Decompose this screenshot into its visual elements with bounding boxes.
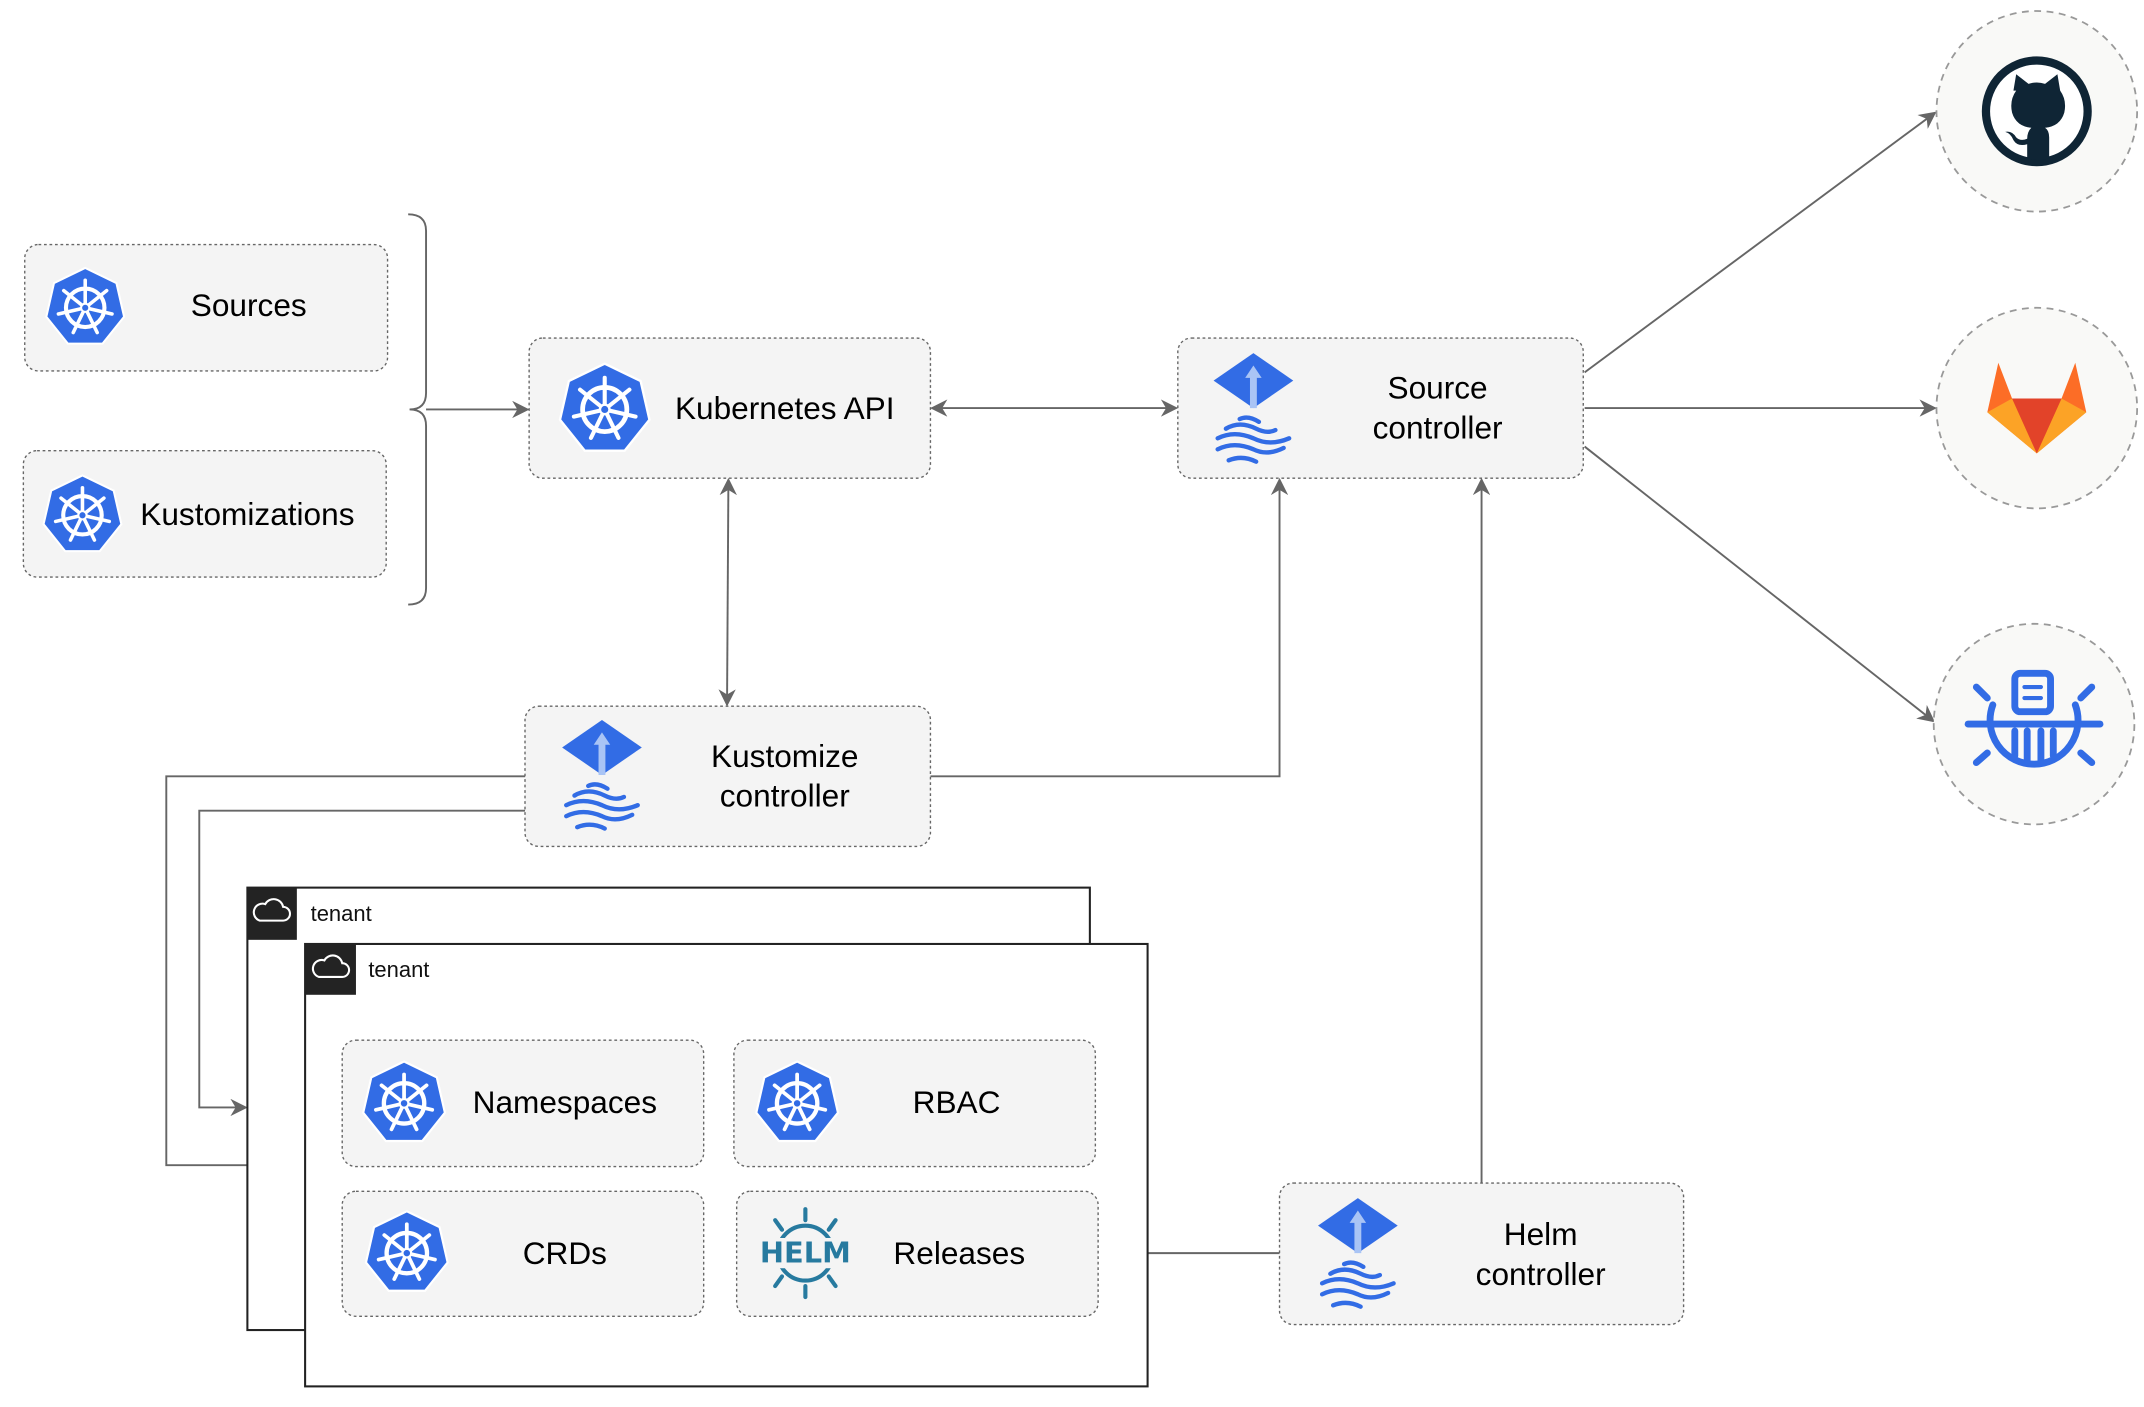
edge-kustomize-to-tenant-front <box>165 775 526 1174</box>
node-crds[interactable]: CRDs <box>341 1190 705 1318</box>
helm-icon: HELM <box>758 1207 853 1300</box>
node-releases[interactable]: HELM Releases <box>735 1190 1099 1318</box>
node-label-line1: Helm <box>1504 1216 1578 1252</box>
node-namespaces[interactable]: Namespaces <box>341 1039 705 1168</box>
source-gitlab[interactable] <box>1935 306 2139 510</box>
node-label: Kustomizations <box>140 496 354 532</box>
edge-api-kustomize-controller <box>718 477 737 707</box>
node-label: Namespaces <box>473 1084 657 1120</box>
node-kustomizations[interactable]: Kustomizations <box>22 449 387 578</box>
node-label: Releases <box>893 1235 1025 1271</box>
node-helm-controller[interactable]: Helm controller <box>1278 1182 1685 1326</box>
node-label-line2: controller <box>1476 1256 1606 1292</box>
edge-kustomize-to-tenant-back <box>198 809 526 1117</box>
edge-source-to-helm-repo <box>1584 445 1936 723</box>
node-source-controller[interactable]: Source controller <box>1177 337 1584 479</box>
tenant-label: tenant <box>368 957 429 982</box>
github-icon <box>1981 56 2092 167</box>
source-github[interactable] <box>1935 10 2139 213</box>
helm-icon-text: HELM <box>760 1235 851 1269</box>
node-label-line2: controller <box>720 778 850 814</box>
node-label: Sources <box>191 287 307 323</box>
node-label-line2: controller <box>1373 409 1503 445</box>
source-helm-repository[interactable] <box>1932 622 2136 826</box>
gitlab-icon <box>1987 362 2087 454</box>
node-label: RBAC <box>913 1084 1001 1120</box>
edge-kustomize-to-source <box>930 477 1289 778</box>
node-label-line1: Source <box>1388 370 1488 406</box>
node-sources[interactable]: Sources <box>24 243 389 372</box>
node-label-line1: Kustomize <box>711 738 859 774</box>
node-kustomize-controller[interactable]: Kustomize controller <box>524 705 932 848</box>
node-label: Kubernetes API <box>675 390 895 426</box>
node-rbac[interactable]: RBAC <box>733 1039 1097 1168</box>
brace <box>408 213 428 606</box>
edge-source-to-github <box>1584 111 1937 374</box>
tenant-label: tenant <box>311 901 372 926</box>
node-label: CRDs <box>523 1235 607 1271</box>
helm-repository-icon <box>1964 669 2104 768</box>
node-kubernetes-api[interactable]: Kubernetes API <box>528 337 932 479</box>
